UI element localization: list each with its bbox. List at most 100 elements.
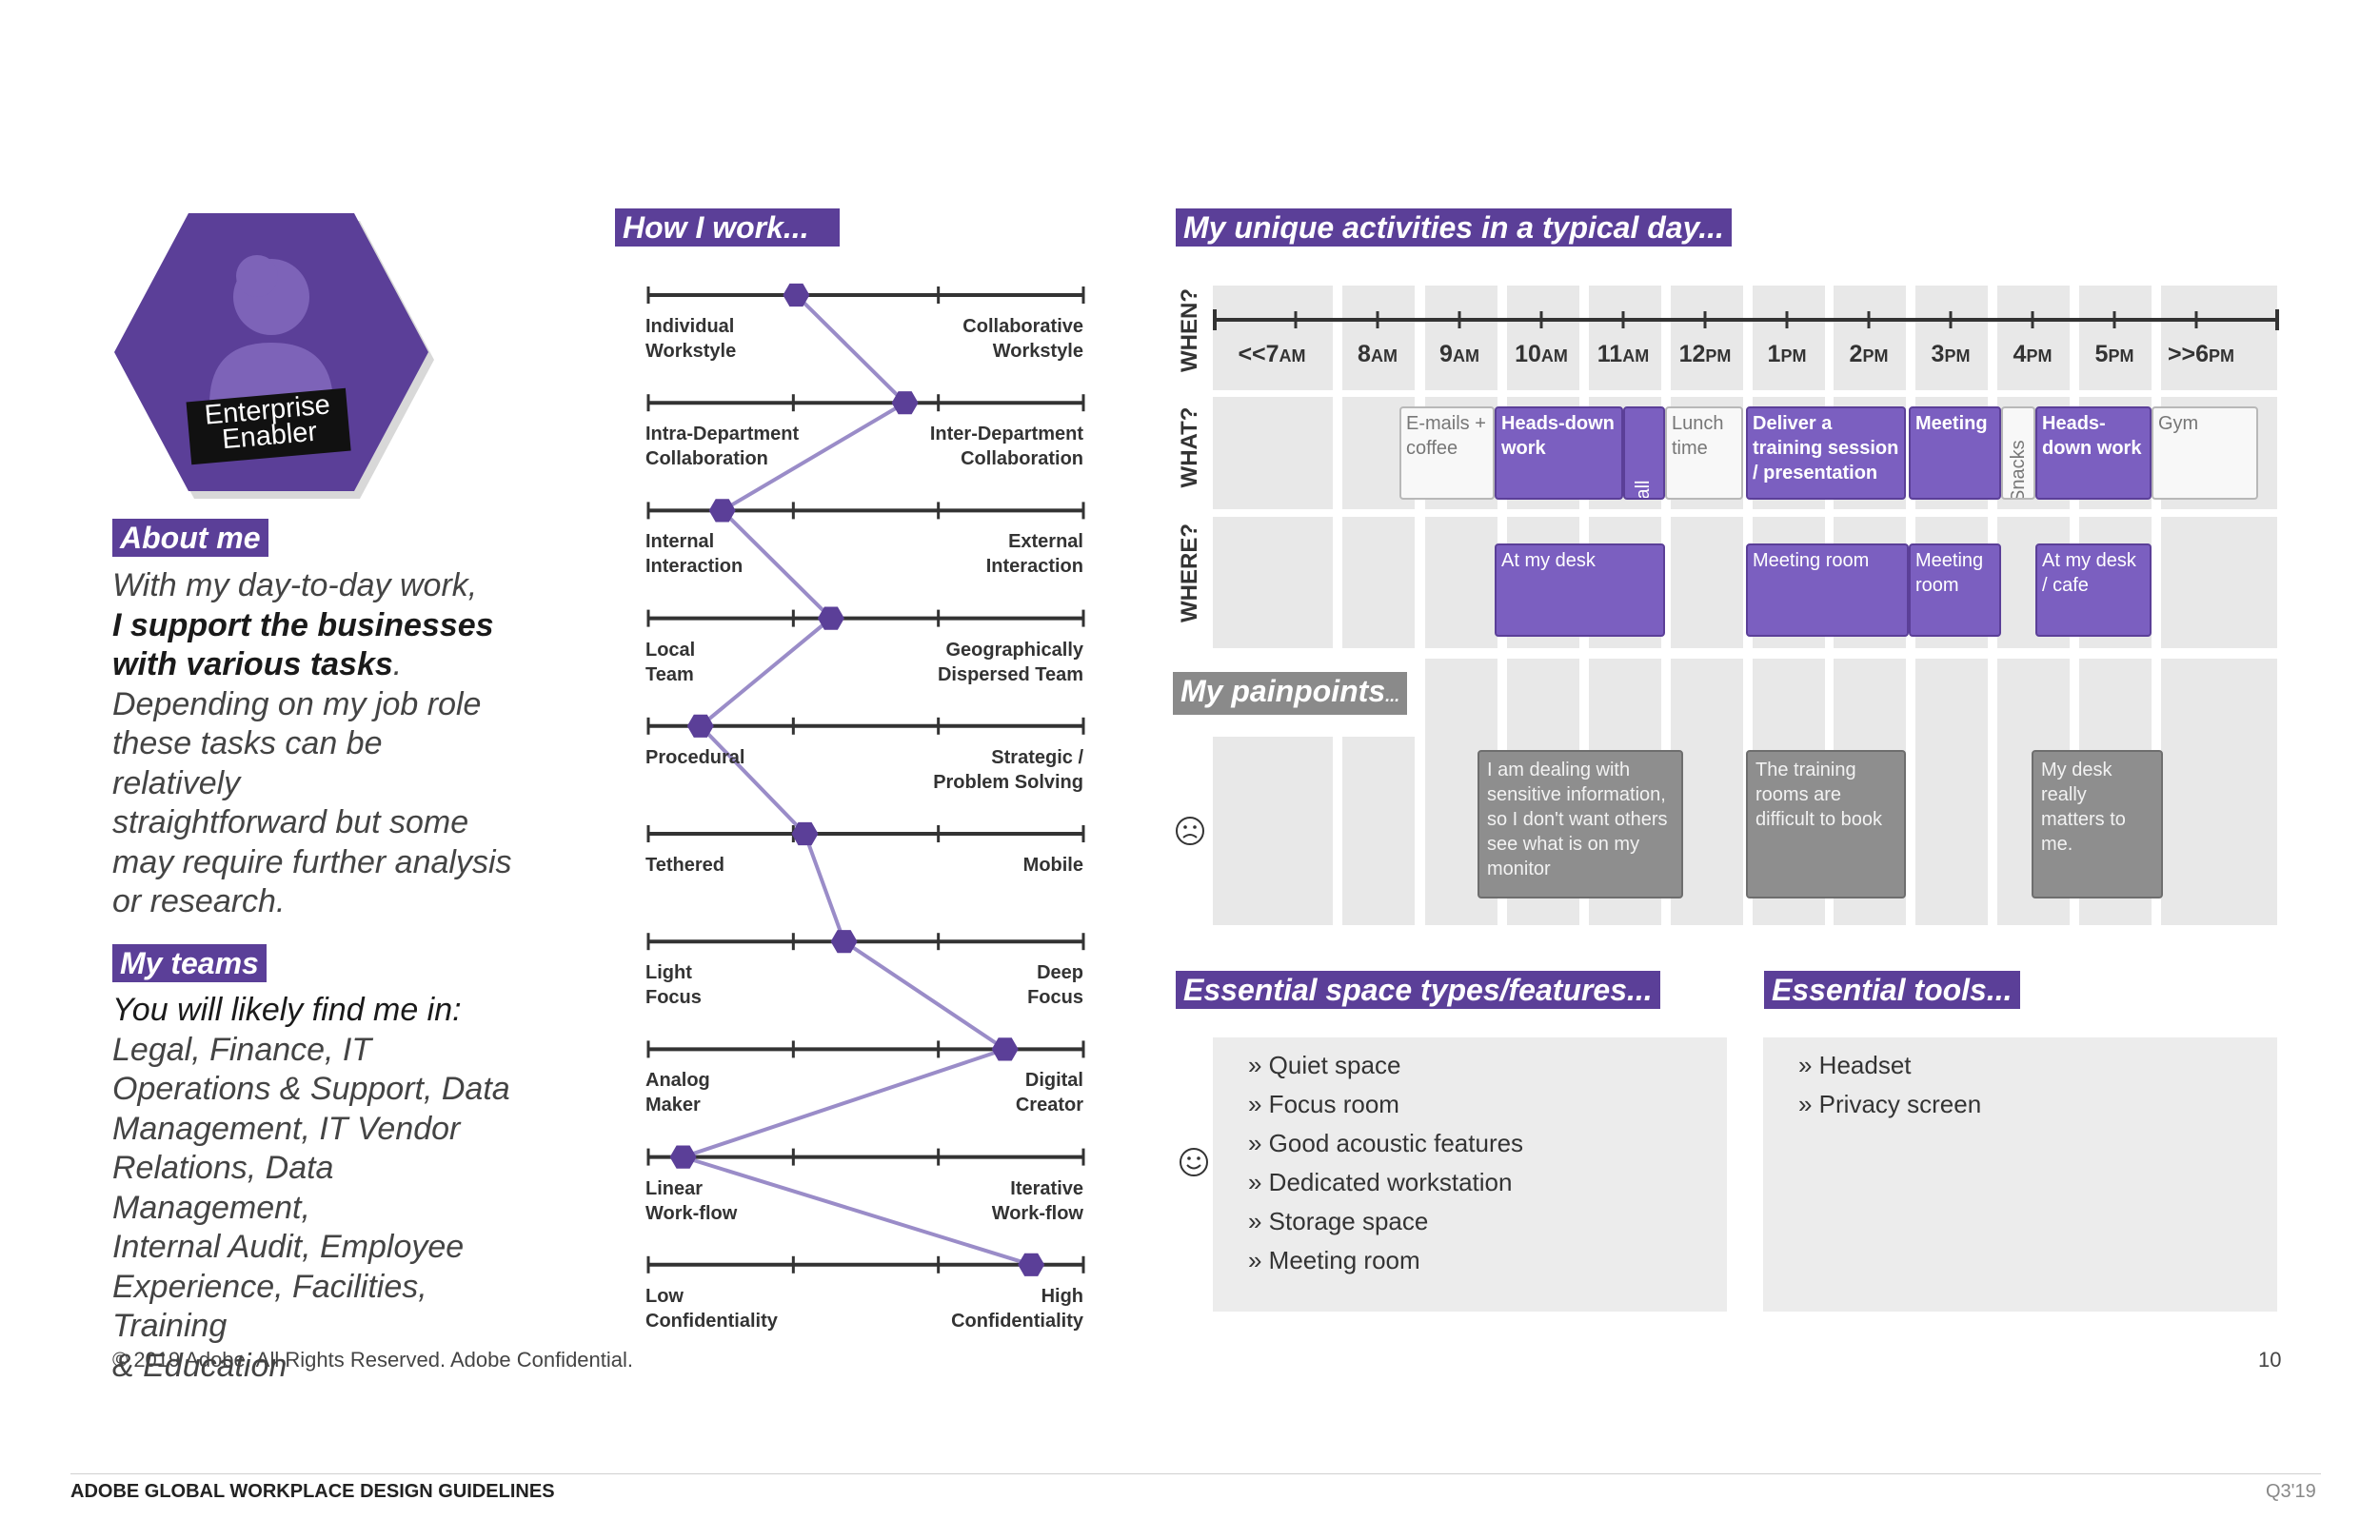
- tools-item: » Privacy screen: [1798, 1090, 1982, 1118]
- grid-cell: [1915, 659, 1988, 925]
- persona-hexagon: [114, 213, 434, 499]
- activity-snacks-label: Snacks: [2008, 440, 2029, 500]
- location-meeting-room-2: Meeting room: [1909, 543, 2001, 637]
- painpoints-title: My painpoints...: [1173, 672, 1408, 715]
- scale-marker: [891, 391, 919, 415]
- scale-5: [646, 717, 1085, 735]
- activity-call: Call: [1623, 406, 1665, 500]
- grid-cell: [1997, 286, 2070, 390]
- grid-cell: [1671, 517, 1743, 648]
- painpoints-title-text: My painpoints: [1180, 674, 1386, 708]
- teams-line-5: Internal Audit, Employee: [112, 1229, 465, 1265]
- space-item: » Quiet space: [1248, 1051, 1401, 1079]
- painpoint-3: My desk really matters to me.: [2032, 750, 2163, 898]
- activity-meeting: Meeting: [1909, 406, 2001, 500]
- teams-line-2: Operations & Support, Data: [112, 1071, 510, 1107]
- scale-marker: [686, 714, 714, 738]
- grid-cell: [1213, 397, 1333, 509]
- footer-divider: [70, 1473, 2321, 1474]
- about-strong2-suffix: .: [392, 646, 403, 682]
- activity-call-label: Call: [1633, 480, 1654, 500]
- teams-line-7: & Education: [112, 1347, 288, 1384]
- day-title: My unique activities in a typical day...: [1176, 208, 1732, 247]
- grid-cell: [2079, 286, 2152, 390]
- hour-label: 12PM: [1678, 341, 1732, 367]
- teams-text: You will likely find me in: Legal, Finan…: [112, 991, 512, 1386]
- space-panel: [1213, 1037, 1727, 1312]
- grid-cell: [1213, 286, 1333, 390]
- space-item: » Dedicated workstation: [1248, 1168, 1513, 1196]
- scale-right-label: Mobile: [1022, 855, 1083, 876]
- space-item: » Meeting room: [1248, 1246, 1420, 1274]
- scale-right-label: Strategic /Problem Solving: [933, 746, 1083, 793]
- grid-cell: [1834, 286, 1906, 390]
- hour-label: 1PM: [1767, 341, 1807, 367]
- scale-marker: [708, 499, 736, 523]
- painpoints-title-suffix: ...: [1385, 686, 1400, 705]
- hour-label: 3PM: [1931, 341, 1971, 367]
- teams-title: My teams: [112, 944, 267, 982]
- tools-item: » Headset: [1798, 1051, 1912, 1079]
- work-style-profile-line: [677, 293, 1032, 1267]
- about-rest-4: may require further analysis: [112, 843, 512, 880]
- grid-cell: [2161, 286, 2277, 390]
- grid-cell: [1425, 517, 1497, 648]
- about-strong1: I support the businesses: [112, 606, 494, 643]
- scale-10: [646, 1255, 1085, 1273]
- scale-marker: [817, 606, 844, 630]
- hour-label: >>6PM: [2167, 341, 2235, 367]
- tools-panel: [1763, 1037, 2277, 1312]
- location-meeting-room: Meeting room: [1746, 543, 1909, 637]
- teams-line-3: Management, IT Vendor: [112, 1110, 461, 1147]
- space-item: » Focus room: [1248, 1090, 1399, 1118]
- scale-marker: [830, 930, 858, 954]
- sad-face-icon: [1176, 817, 1204, 845]
- teams-line-4: Relations, Data Management,: [112, 1150, 334, 1226]
- activity-lunch: Lunch time: [1665, 406, 1743, 500]
- about-line1: With my day-to-day work,: [112, 567, 478, 603]
- scale-marker: [991, 1037, 1019, 1061]
- teams-line-1: Legal, Finance, IT: [112, 1031, 372, 1068]
- activity-gym: Gym: [2152, 406, 2258, 500]
- grid-cell: [1671, 286, 1743, 390]
- hour-label: 2PM: [1849, 341, 1889, 367]
- scale-left-label: Procedural: [645, 746, 745, 768]
- copyright: © 2019 Adobe. All Rights Reserved. Adobe…: [112, 1348, 634, 1372]
- hour-label: 10AM: [1515, 341, 1568, 367]
- about-rest-2: these tasks can be relatively: [112, 725, 383, 801]
- scale-marker: [669, 1145, 697, 1169]
- grid-cell: [1213, 737, 1333, 925]
- how-i-work-title: How I work...: [615, 208, 840, 247]
- painpoint-1: I am dealing with sensitive information,…: [1478, 750, 1683, 898]
- activity-training: Deliver a training session / presentatio…: [1746, 406, 1906, 500]
- page-number: 10: [2258, 1348, 2282, 1372]
- tools-title: Essential tools...: [1764, 971, 2020, 1009]
- scale-left-label: Tethered: [645, 855, 724, 876]
- about-rest-5: or research.: [112, 883, 286, 919]
- about-rest-1: Depending on my job role: [112, 685, 482, 722]
- quarter: Q3'19: [2266, 1481, 2316, 1502]
- teams-line-6: Experience, Facilities, Training: [112, 1268, 427, 1345]
- painpoint-2: The training rooms are difficult to book: [1746, 750, 1906, 898]
- grid-cell: [1753, 286, 1825, 390]
- grid-cell: [1425, 286, 1497, 390]
- grid-cell: [1507, 286, 1579, 390]
- scale-7: [646, 933, 1085, 951]
- grid-cell: [2161, 517, 2277, 648]
- scale-marker: [791, 821, 819, 846]
